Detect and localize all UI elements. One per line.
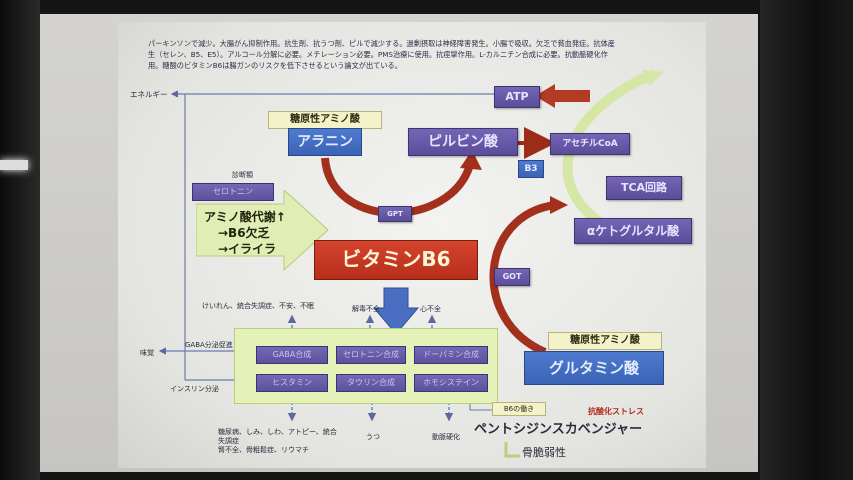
atp-box: ATP (494, 86, 540, 108)
intro-text: パーキンソンで減少。大腸がん抑制作用。抗生剤、抗うつ剤、ピルで減少する。過剰摂取… (148, 39, 615, 70)
amino-metabolism-text: アミノ酸代謝↑ →B6欠乏 →イライラ (204, 209, 286, 257)
function-box-6: ホモシステイン (414, 374, 488, 392)
label-bottom-3: 動脈硬化 (432, 433, 460, 441)
diagnosis-box: セロトニン (192, 183, 274, 201)
b3-box: B3 (518, 160, 544, 178)
taste-label: 味覚 (140, 349, 154, 357)
function-box-5: タウリン合成 (336, 374, 406, 392)
amino-arrow-shape (196, 190, 329, 272)
gaba-label: GABA分泌促進 (185, 341, 233, 349)
amino-line-1: アミノ酸代謝↑ (204, 210, 286, 224)
pyruvate-box: ピルビン酸 (408, 128, 518, 156)
diagnosis-label: 診断類 (232, 171, 253, 179)
alanine-box: アラニン (288, 128, 362, 156)
got-box: GOT (494, 268, 530, 286)
amino-line-2: →B6欠乏 (218, 226, 270, 240)
label-bottom-1: 糖尿病、しみ、しわ、アトピー、統合失調症 腎不全、骨粗鬆症、リウマチ (218, 428, 338, 455)
insulin-label: インスリン分泌 (170, 385, 219, 393)
label-bottom-2: うつ (366, 433, 380, 441)
label-top-1: けいれん、統合失調症、不安、不眠 (202, 302, 314, 310)
function-box-3: ドーパミン合成 (414, 346, 488, 364)
gpt-box: GPT (378, 206, 412, 222)
amino-line-3: →イライラ (218, 242, 277, 256)
pentosidine-label: ペントシジンスカベンジャー (474, 422, 643, 437)
bone-fragility-label: 骨脆弱性 (522, 446, 566, 459)
room-wall-right (760, 0, 853, 480)
room-wall-left (0, 0, 40, 480)
antioxidant-label: 抗酸化ストレス (588, 407, 644, 416)
function-box-4: ヒスタミン (256, 374, 328, 392)
label-bottom-1a: 糖尿病、しみ、しわ、アトピー、統合失調症 (218, 428, 337, 445)
room-light (0, 160, 28, 170)
function-box-1: GABA合成 (256, 346, 328, 364)
label-top-3: 心不全 (420, 305, 441, 313)
akg-box: αケトグルタル酸 (574, 218, 692, 244)
vitamin-b6-box: ビタミンB6 (314, 240, 478, 280)
label-top-2: 解毒不全 (352, 305, 380, 313)
glucogenic-label-top: 糖原性アミノ酸 (268, 111, 382, 129)
b6-functions-container (234, 328, 498, 404)
b6-action-label: B6の働き (492, 402, 546, 416)
function-box-2: セロトニン合成 (336, 346, 406, 364)
glucogenic-label-bottom: 糖原性アミノ酸 (548, 332, 662, 350)
acetyl-coa-box: アセチルCoA (550, 133, 630, 155)
label-bottom-1b: 腎不全、骨粗鬆症、リウマチ (218, 446, 309, 454)
tca-box: TCA回路 (606, 176, 682, 200)
glutamic-acid-box: グルタミン酸 (524, 351, 664, 385)
energy-label: エネルギー (130, 90, 168, 99)
